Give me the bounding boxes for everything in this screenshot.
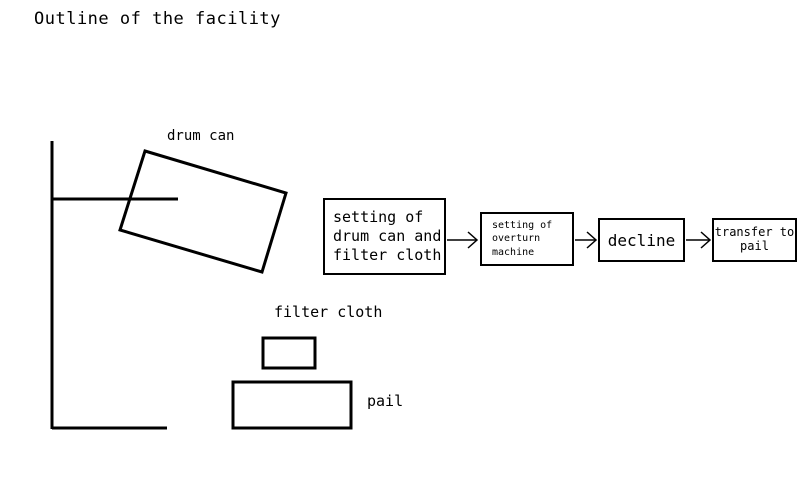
step-transfer-to-pail: transfer to pail (712, 218, 797, 262)
arrow-2 (575, 231, 598, 249)
arrow-1 (447, 231, 479, 249)
step-decline: decline (598, 218, 685, 262)
step-3-text: decline (607, 230, 676, 250)
step-setting-drum-can: setting of drum can and filter cloth (323, 198, 446, 275)
pail-label: pail (367, 392, 404, 410)
filter-cloth-shape (261, 336, 317, 370)
step-1-text: setting of drum can and filter cloth (333, 208, 442, 264)
drum-can-shape (118, 149, 288, 274)
step-2-text: setting of overturn machine (492, 219, 553, 258)
step-4-text: transfer to pail (714, 225, 795, 253)
step-setting-overturn-machine: setting of overturn machine (480, 212, 574, 266)
arrow-3 (686, 231, 712, 249)
pail-shape (231, 380, 353, 430)
filter-cloth-label: filter cloth (274, 303, 383, 321)
drum-can-label: drum can (167, 128, 235, 144)
diagram-title: Outline of the facility (34, 9, 281, 29)
